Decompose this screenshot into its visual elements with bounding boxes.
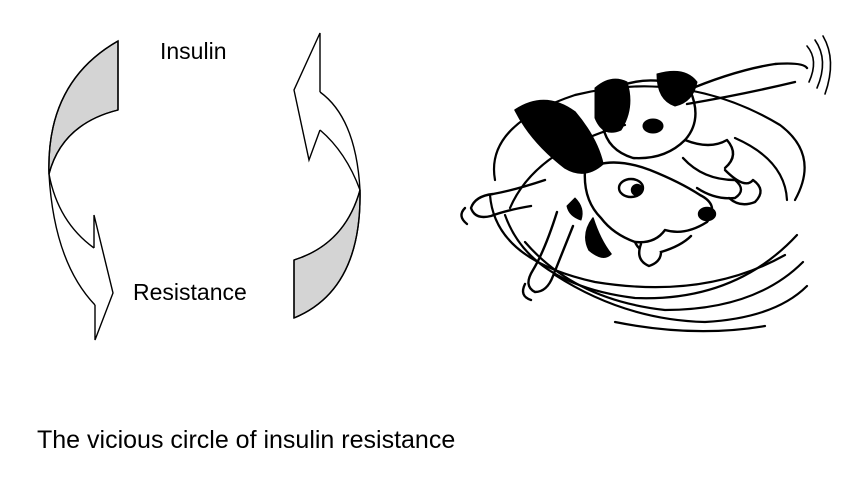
figure-caption: The vicious circle of insulin resistance (37, 428, 455, 453)
dog-chasing-tail-icon (435, 30, 845, 340)
insulin-label: Insulin (160, 40, 226, 63)
right-arrow-shaded-tail (294, 190, 360, 318)
left-cycle-arrow (49, 41, 118, 340)
right-cycle-arrow (294, 33, 360, 318)
resistance-label: Resistance (133, 281, 247, 304)
